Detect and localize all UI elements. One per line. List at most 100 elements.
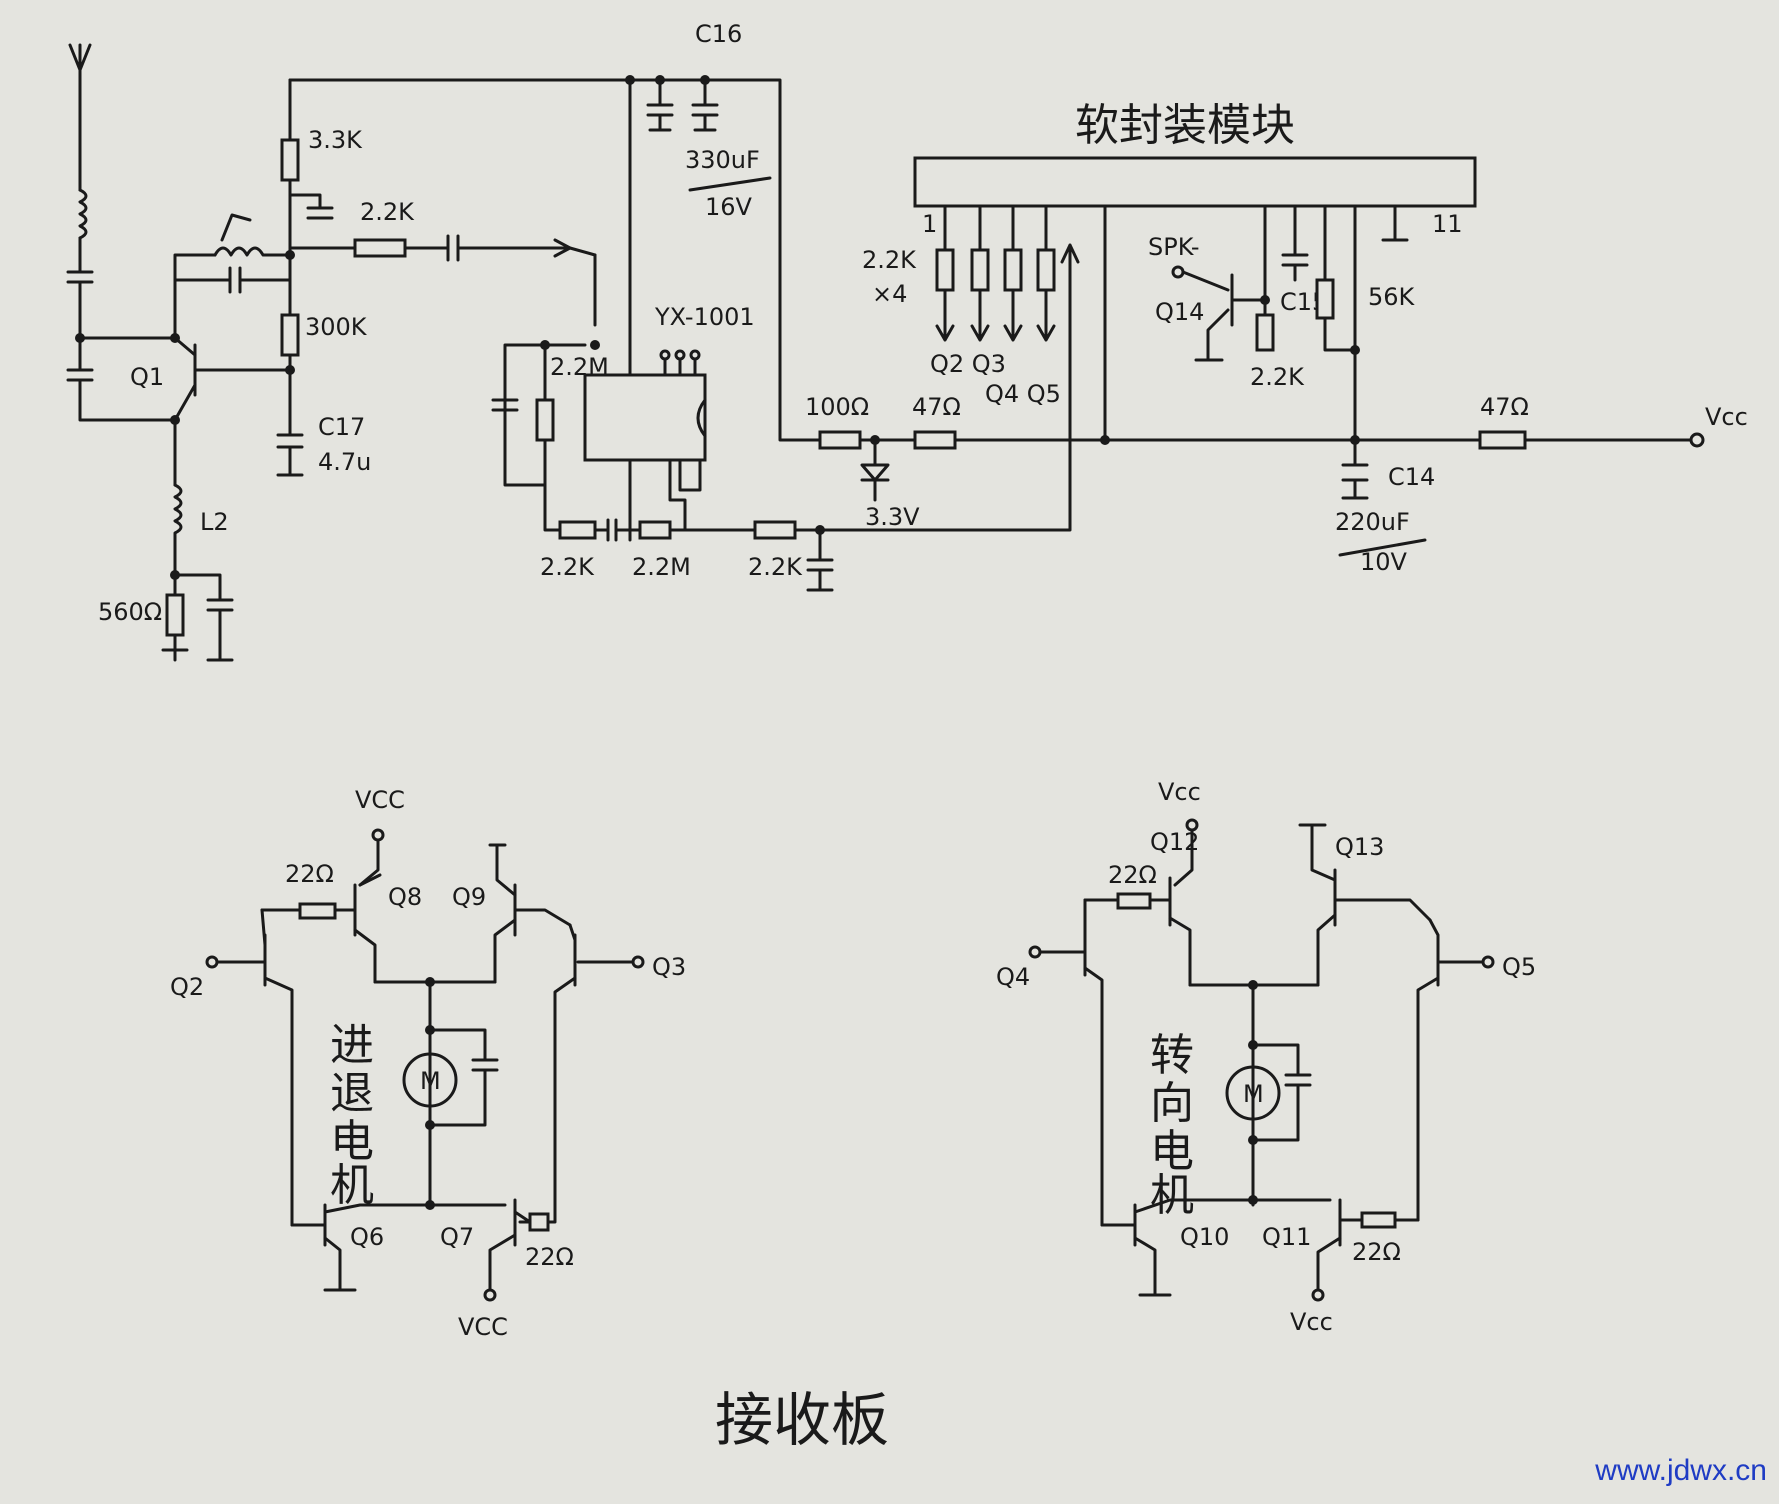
q6-label: Q6 [350,1223,384,1251]
q14-label: Q14 [1155,298,1204,326]
c17-label: C17 [318,413,365,441]
r-2k2-b-label: 2.2K [540,553,595,581]
q1-stage: Q1 3.3K 300K C17 4.7u L2 560Ω 2.2K [98,78,597,662]
q13-label: Q13 [1335,833,1384,861]
module-body [913,156,1477,208]
r-47b-label: 47Ω [1480,393,1529,421]
r-47a-label: 47Ω [912,393,961,421]
q2q3-label: Q2 Q3 [930,350,1006,378]
q7-transistor [428,1198,557,1292]
lb-r22-bot: 22Ω [525,1243,574,1271]
q14-transistor [1181,270,1267,362]
r-2m2-b-label: 2.2M [632,553,691,581]
antenna-coil [78,188,88,240]
r-560 [165,593,185,637]
q11-label: Q11 [1262,1223,1311,1251]
r-2k2-a-label: 2.2K [360,198,415,226]
pin1-label: 1 [922,210,937,238]
q10-transistor [1100,1198,1255,1297]
q12-transistor [1083,876,1192,987]
lb-in-right: Q3 [652,953,686,981]
r-2k2-a [353,238,407,258]
soft-module: 软封装模块 1 11 2.2K ×4 Q2 Q3 Q4 Q5 SPK- Q14 … [862,100,1477,576]
q9-label: Q9 [452,883,486,911]
yx1001-ic [583,373,707,462]
antenna-icon [68,43,92,192]
c14-value: 220uF [1335,508,1410,536]
rb-vcc-top: Vcc [1158,778,1201,806]
r-2m2-b [638,520,672,540]
lb-caption-4: 机 [330,1160,374,1211]
c16-label: C16 [695,20,742,48]
r-2k2x4-label: 2.2K [862,246,917,274]
c14-voltage: 10V [1360,548,1408,576]
q1-transistor [173,336,292,422]
power-line: 100Ω 3.3V 47Ω 47Ω Vcc [805,393,1748,531]
c16-value: 330uF [685,146,760,174]
q10-label: Q10 [1180,1223,1229,1251]
lb-vcc-bot: VCC [458,1313,508,1341]
r-300k-label: 300K [305,313,368,341]
r-100-label: 100Ω [805,393,869,421]
q4q5-label: Q4 Q5 [985,380,1061,408]
r-3k3 [280,138,300,182]
q12-label: Q12 [1150,828,1199,856]
rb-in-right: Q5 [1502,953,1536,981]
r-100 [818,430,862,450]
lb-caption-2: 退 [330,1068,374,1119]
rb-motor-label: M [1243,1080,1264,1108]
r-3k3-label: 3.3K [308,126,363,154]
lb-caption-3: 电 [330,1116,374,1167]
lb-caption-1: 进 [330,1020,374,1071]
c14-label: C14 [1388,463,1435,491]
q1-label: Q1 [130,363,164,391]
r-47a [913,430,957,450]
c17-value: 4.7u [318,448,371,476]
r-56k-label: 56K [1368,283,1416,311]
q9-transistor [488,843,572,984]
r-47b [1478,430,1527,450]
top-rail: C16 330uF 16V [288,20,822,442]
l2-label: L2 [200,508,229,536]
rb-caption-4: 机 [1150,1170,1194,1221]
watermark: www.jdwx.cn [1595,1454,1767,1487]
right-h-bridge: Vcc Q12 22Ω Q13 M Q4 Q5 Q10 Q11 22Ω Vcc [996,778,1536,1336]
q7-label: Q7 [440,1223,474,1251]
r-2k2-c [753,520,797,540]
q13-transistor [1298,823,1432,987]
zener-label: 3.3V [865,503,920,531]
vcc-main-label: Vcc [1705,403,1748,431]
q11-transistor [1251,1198,1420,1292]
l2-coil [173,483,183,577]
r-2m2-a [535,398,555,442]
drive-motor [402,1052,458,1108]
c16-voltage: 16V [705,193,753,221]
yx1001-section: YX-1001 2.2M 2.2K 2.2M 2.2K [491,78,1080,592]
antenna-and-tank [66,43,177,422]
pin11-label: 11 [1432,210,1463,238]
r-2m2-a-label: 2.2M [550,353,609,381]
rb-r22-top: 22Ω [1108,861,1157,889]
r-560-label: 560Ω [98,598,162,626]
lb-in-left: Q2 [170,973,204,1001]
rb-caption-1: 转 [1150,1030,1194,1081]
rb-vcc-bot: Vcc [1290,1308,1333,1336]
q8-label: Q8 [388,883,422,911]
c16-capacitor [646,78,719,132]
r-300k [280,313,300,357]
x4-label: ×4 [872,280,907,308]
rb-caption-2: 向 [1150,1078,1194,1129]
c14-capacitor [1341,438,1369,500]
zener-diode [860,438,890,502]
steering-motor [1225,1065,1281,1121]
module-title: 软封装模块 [1075,100,1295,151]
rb-caption-3: 电 [1150,1126,1194,1177]
lb-motor-label: M [420,1067,441,1095]
rb-r22-bot: 22Ω [1352,1238,1401,1266]
lb-r22-top: 22Ω [285,860,334,888]
yx1001-label: YX-1001 [654,303,755,331]
r-2k2-d-label: 2.2K [1250,363,1305,391]
q6-transistor [290,1203,432,1292]
